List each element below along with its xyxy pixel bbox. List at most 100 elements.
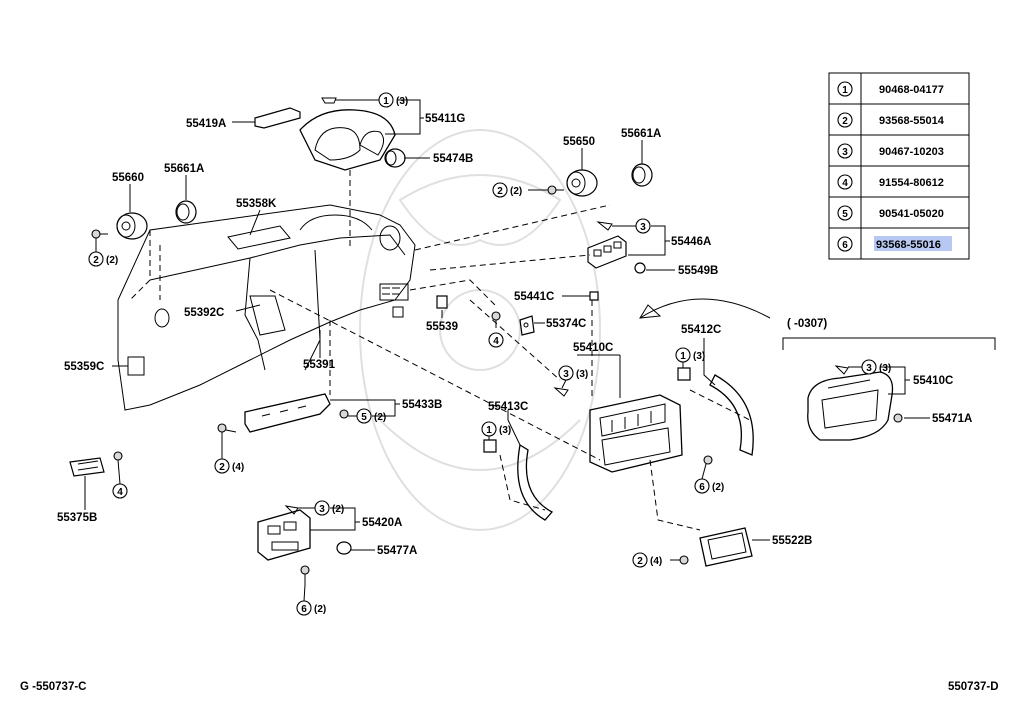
svg-text:2: 2 xyxy=(219,462,225,473)
callout-2-2-55650: 2 (2) xyxy=(492,182,548,198)
inset-center-cluster-55410C xyxy=(807,371,894,441)
svg-text:1: 1 xyxy=(842,85,848,96)
svg-text:6: 6 xyxy=(699,482,705,493)
clip-55410C-mid xyxy=(553,387,569,397)
watermark-emblem xyxy=(359,129,601,531)
callout-2-4-55522B: 2 (4) xyxy=(632,552,680,568)
label-55661A-left: 55661A xyxy=(164,163,204,175)
grommet-55549B xyxy=(634,262,646,274)
svg-text:(2): (2) xyxy=(374,412,386,423)
label-55650: 55650 xyxy=(563,136,595,148)
legend-row: 5 90541-05020 xyxy=(837,205,944,221)
screw-55650 xyxy=(547,185,564,195)
svg-text:(2): (2) xyxy=(332,504,344,515)
inset-bracket xyxy=(782,337,996,350)
bracket-55433B xyxy=(244,393,331,433)
svg-text:(4): (4) xyxy=(650,556,662,567)
label-55471A: 55471A xyxy=(932,413,972,425)
label-55446A: 55446A xyxy=(671,236,711,248)
label-55413C: 55413C xyxy=(488,401,528,413)
cluster-panel-55411G xyxy=(299,109,396,171)
svg-text:2: 2 xyxy=(497,186,503,197)
callout-1-3-55412C: 1 (3) xyxy=(675,347,705,368)
clip-55413C xyxy=(483,439,497,453)
svg-text:3: 3 xyxy=(866,363,872,374)
ring-55477A xyxy=(336,541,352,555)
svg-text:1: 1 xyxy=(486,425,492,436)
footer-right-code: 550737-D xyxy=(948,681,999,693)
svg-text:1: 1 xyxy=(680,351,686,362)
label-leaders xyxy=(84,99,930,551)
callout-3-3-55410C: 3 (3) xyxy=(558,365,588,389)
label-55359C: 55359C xyxy=(64,361,104,373)
side-trim-55413C xyxy=(517,443,554,521)
svg-text:90541-05020: 90541-05020 xyxy=(879,208,944,220)
screw-55433B-right xyxy=(339,409,349,419)
svg-text:93568-55014: 93568-55014 xyxy=(879,115,945,127)
svg-text:3: 3 xyxy=(842,147,848,158)
bezel-55522B xyxy=(699,527,753,567)
vent-55650 xyxy=(566,169,598,197)
label-55522B: 55522B xyxy=(772,535,812,547)
screw-center xyxy=(703,455,713,465)
clip-inset xyxy=(834,365,849,375)
svg-text:3: 3 xyxy=(640,222,646,233)
label-55410C-right: 55410C xyxy=(913,375,953,387)
callout-1-3-55413C: 1 (3) xyxy=(481,421,511,440)
screw-55374C xyxy=(491,311,501,328)
clip-top xyxy=(321,97,337,104)
label-55433B: 55433B xyxy=(402,399,442,411)
callout-4-55375B: 4 xyxy=(112,459,128,499)
callout-2-2-55660: 2 (2) xyxy=(88,238,118,267)
callout-5-2-55433B: 5 (2) xyxy=(348,408,386,424)
label-55549B: 55549B xyxy=(678,265,718,277)
svg-text:3: 3 xyxy=(319,504,325,515)
switch-panel-55446A xyxy=(587,235,627,269)
vent-55660 xyxy=(116,212,148,240)
svg-text:2: 2 xyxy=(93,255,99,266)
svg-text:91554-80612: 91554-80612 xyxy=(879,177,944,189)
screw-55375B xyxy=(113,451,123,461)
screw-55471A xyxy=(893,413,903,423)
knob-55474B xyxy=(384,148,406,168)
svg-text:(4): (4) xyxy=(232,462,244,473)
svg-text:(2): (2) xyxy=(510,186,522,197)
svg-text:4: 4 xyxy=(117,487,123,498)
bracket-55375B xyxy=(69,457,105,477)
screw-left xyxy=(91,229,108,239)
screw-55433B xyxy=(217,423,237,433)
svg-text:3: 3 xyxy=(563,369,569,380)
side-trim-55412C xyxy=(709,374,754,456)
svg-text:(2): (2) xyxy=(106,255,118,266)
label-55474B: 55474B xyxy=(433,153,473,165)
svg-text:93568-55016: 93568-55016 xyxy=(876,239,941,251)
clip-55412C xyxy=(677,367,691,381)
footer-left-code: G -550737-C xyxy=(20,681,86,693)
screw-55522B xyxy=(679,555,689,565)
dashboard-panel xyxy=(117,204,416,411)
svg-text:4: 4 xyxy=(493,336,499,347)
label-55391: 55391 xyxy=(303,359,336,371)
svg-text:90468-04177: 90468-04177 xyxy=(879,84,944,96)
center-cluster-55410C xyxy=(589,394,683,473)
ring-55661A-left xyxy=(175,200,197,224)
callout-3-2-55420A: 3 (2) xyxy=(298,500,344,516)
callout-3-55446A: 3 xyxy=(612,218,651,234)
svg-text:2: 2 xyxy=(637,556,643,567)
svg-text:6: 6 xyxy=(301,604,307,615)
label-55660: 55660 xyxy=(112,172,144,184)
callout-1-3-top: 1 (3) xyxy=(335,92,408,108)
label-55539: 55539 xyxy=(426,321,458,333)
legend-row: 1 90468-04177 xyxy=(837,81,944,97)
label-55412C: 55412C xyxy=(681,324,721,336)
clip-55446A xyxy=(596,221,613,231)
label-55661A-right: 55661A xyxy=(621,128,661,140)
label-55441C: 55441C xyxy=(514,291,554,303)
svg-text:1: 1 xyxy=(383,96,389,107)
legend-row-selected[interactable]: 6 93568-55016 xyxy=(837,236,941,252)
svg-text:6: 6 xyxy=(842,240,848,251)
svg-text:2: 2 xyxy=(842,116,848,127)
clip-55441C xyxy=(589,291,599,301)
callout-6-2-mid: 6 (2) xyxy=(694,463,724,494)
legend-row: 2 93568-55014 xyxy=(837,112,945,128)
